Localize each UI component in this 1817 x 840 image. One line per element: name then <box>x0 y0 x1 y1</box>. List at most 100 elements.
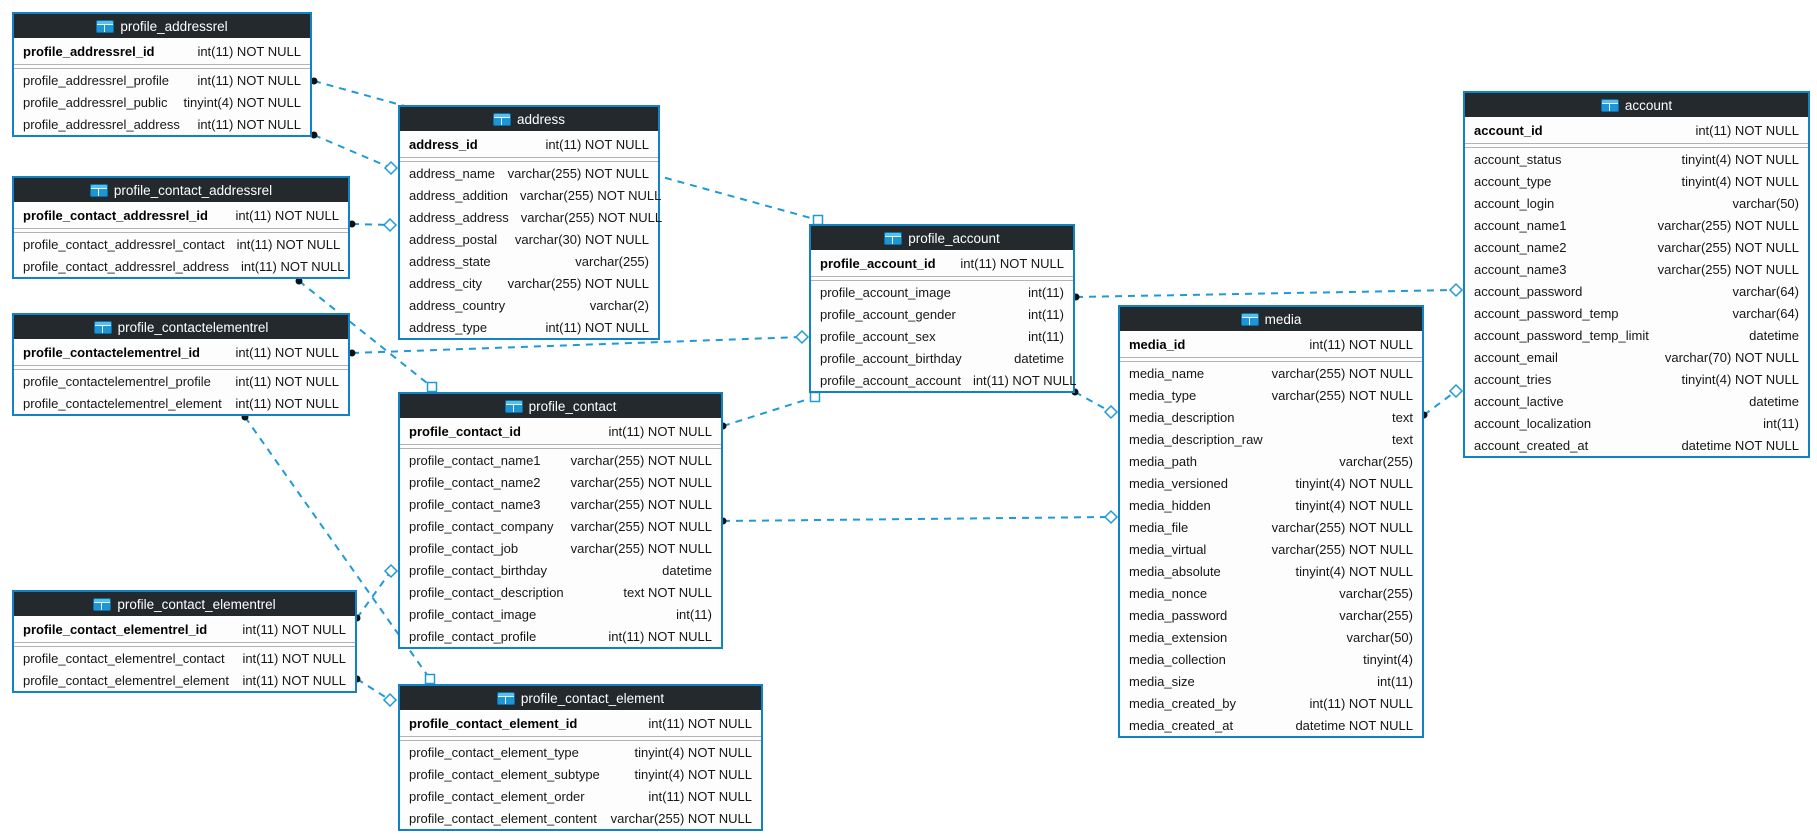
connector-profile_contact-to-media[interactable] <box>719 509 1119 525</box>
table-header[interactable]: profile_contact_addressrel <box>14 178 348 203</box>
connector-profile_contact_addressrel-to-address[interactable] <box>348 217 398 233</box>
connector-profile_contactelementrel-to-profile_account[interactable] <box>348 329 810 357</box>
table-header[interactable]: account <box>1465 93 1808 118</box>
connector-media-to-account[interactable] <box>1420 383 1464 419</box>
connector-profile_contact_elementrel-to-profile_contact[interactable] <box>353 563 399 622</box>
table-header[interactable]: address <box>400 107 658 132</box>
table-header[interactable]: profile_contact_elementrel <box>14 592 355 617</box>
table-header[interactable]: profile_addressrel <box>14 14 310 39</box>
connector-profile_account-to-media[interactable] <box>1071 388 1119 420</box>
connector-profile_contact-to-profile_account[interactable] <box>719 391 821 430</box>
table-header[interactable]: profile_account <box>811 226 1073 251</box>
connector-profile_addressrel-to-address[interactable] <box>310 131 399 176</box>
connector-profile_contact_elementrel-to-profile_contact_element[interactable] <box>353 675 398 708</box>
table-header[interactable]: profile_contact_element <box>400 686 761 711</box>
connector-profile_account-to-account[interactable] <box>1072 282 1464 301</box>
table-header[interactable]: media <box>1120 307 1422 332</box>
table-header[interactable]: profile_contact <box>400 394 721 419</box>
table-header[interactable]: profile_contactelementrel <box>14 315 348 340</box>
